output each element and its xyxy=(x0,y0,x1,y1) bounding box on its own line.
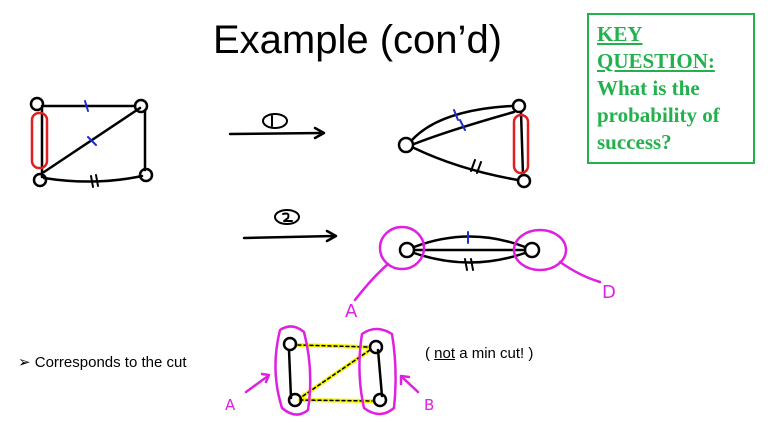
step2-digit xyxy=(282,212,293,222)
node xyxy=(29,96,45,112)
tick-mark xyxy=(459,119,466,131)
node xyxy=(368,339,384,355)
arrow-shaft xyxy=(228,131,324,136)
edge xyxy=(410,104,514,142)
node xyxy=(32,172,48,188)
contracted-edge-highlight xyxy=(30,111,49,170)
key-question-box: KEY QUESTION: What is the probability of… xyxy=(587,13,755,164)
edge xyxy=(287,348,293,400)
tick-mark xyxy=(84,100,89,112)
edge xyxy=(412,110,516,146)
label-pointer-d xyxy=(558,260,602,284)
node xyxy=(523,241,541,259)
tick-mark xyxy=(470,258,474,271)
note-open: ( xyxy=(425,345,435,362)
graph-after-step1 xyxy=(397,98,532,189)
set-a-outline xyxy=(274,325,312,416)
tick-mark xyxy=(95,174,99,187)
set-b-outline xyxy=(358,327,397,416)
graph-after-step2 xyxy=(353,225,602,302)
note-rest: a min cut! ) xyxy=(455,345,534,362)
tick-mark xyxy=(476,161,482,174)
node xyxy=(282,336,298,352)
bullet-text: Corresponds to the cut xyxy=(34,354,187,371)
tick-mark xyxy=(470,159,476,172)
cut-edge-ink xyxy=(297,344,369,348)
cut-edge-ink xyxy=(299,399,373,402)
tick-mark xyxy=(90,175,94,188)
label-a-cut: A xyxy=(225,396,236,414)
edge xyxy=(376,348,384,398)
node xyxy=(397,136,415,154)
step2-arrow xyxy=(242,209,338,243)
cut-graph xyxy=(244,325,420,416)
label-a-supernode: A xyxy=(345,301,358,322)
arrow-head xyxy=(313,126,326,140)
original-graph xyxy=(29,96,154,188)
label-pointer-a xyxy=(353,262,390,302)
tick-mark xyxy=(453,109,459,121)
pointer-a-head xyxy=(260,372,271,384)
node xyxy=(511,98,527,114)
node xyxy=(138,167,154,183)
node xyxy=(516,173,532,189)
tick-mark xyxy=(87,136,97,146)
note-not: not xyxy=(434,345,456,362)
tick-mark xyxy=(464,258,468,271)
edge xyxy=(412,235,527,249)
label-b-cut: B xyxy=(424,396,434,414)
supernode-a-outline xyxy=(378,225,426,271)
node xyxy=(398,241,416,259)
contracted-edge-highlight xyxy=(512,113,530,175)
step1-circle xyxy=(262,113,288,129)
edge-bottom xyxy=(42,174,144,183)
arrow-shaft xyxy=(242,234,336,240)
edge xyxy=(412,146,520,182)
bullet-arrow-icon: ➢ xyxy=(18,354,31,371)
edge xyxy=(412,251,527,264)
step2-circle xyxy=(274,209,300,225)
bullet-item: ➢ Corresponds to the cut xyxy=(18,353,187,371)
arrow-head xyxy=(325,229,338,243)
supernode-d-outline xyxy=(512,228,568,272)
edge xyxy=(519,110,525,177)
step1-arrow xyxy=(228,113,326,140)
slide-title: Example (con’d) xyxy=(213,18,503,62)
not-min-cut-note: ( not a min cut! ) xyxy=(425,345,533,362)
pointer-a xyxy=(244,374,270,394)
node xyxy=(287,392,303,408)
pointer-b-head xyxy=(399,374,411,386)
node xyxy=(372,392,388,408)
key-question-text: What is the probability of success? xyxy=(597,76,720,154)
pointer-b xyxy=(400,375,420,394)
node xyxy=(133,98,149,114)
key-question-heading: KEY QUESTION: xyxy=(597,22,715,73)
label-d-supernode: D xyxy=(602,282,616,303)
